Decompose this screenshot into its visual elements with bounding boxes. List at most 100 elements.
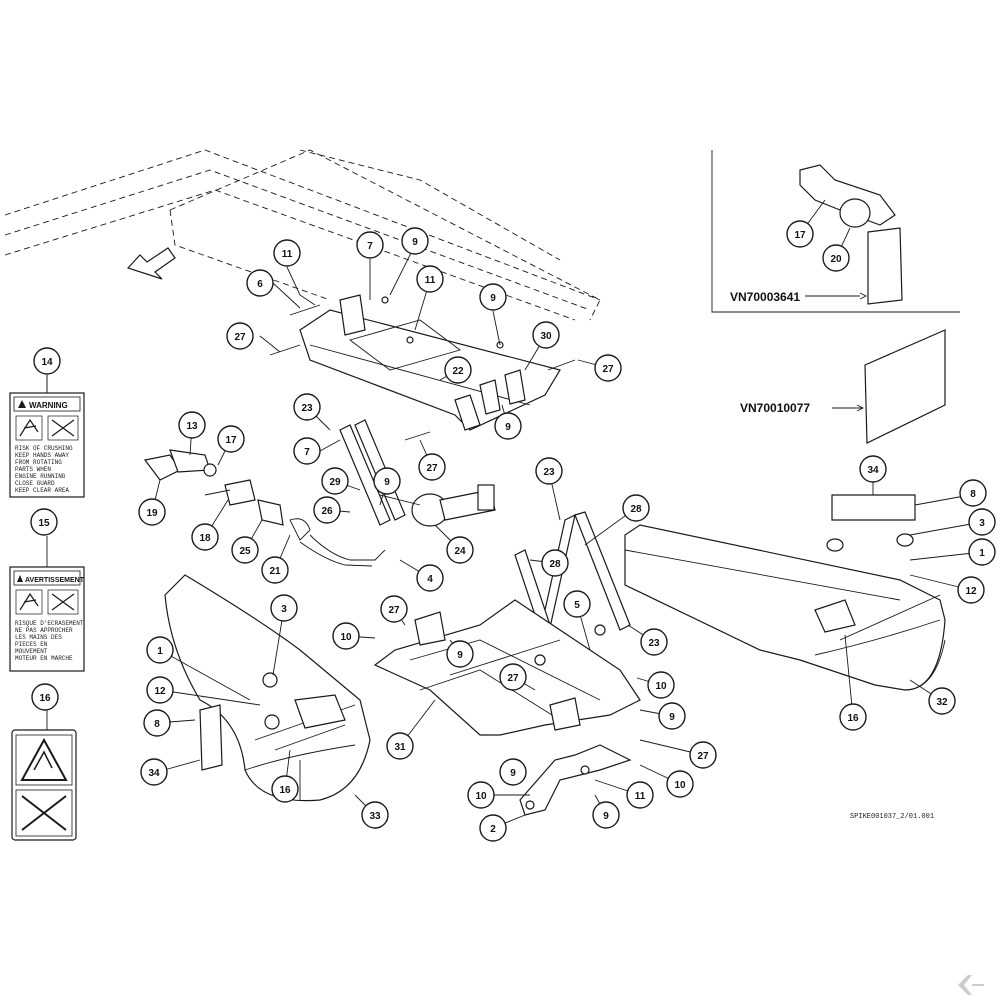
callout: 11: [416, 265, 444, 293]
svg-text:1: 1: [157, 646, 163, 657]
callout: 32: [928, 687, 956, 715]
callout: 14: [33, 347, 61, 375]
callout: 30: [532, 321, 560, 349]
callout: 26: [313, 496, 341, 524]
svg-text:17: 17: [794, 230, 806, 241]
svg-text:23: 23: [648, 638, 660, 649]
callout: 23: [293, 393, 321, 421]
callout: 15: [30, 508, 58, 536]
svg-text:MOUVEMENT: MOUVEMENT: [15, 648, 48, 655]
reference-sheet: [832, 329, 946, 444]
svg-text:27: 27: [426, 463, 438, 474]
svg-text:12: 12: [154, 686, 166, 697]
svg-text:27: 27: [602, 364, 614, 375]
callout: 3: [270, 594, 298, 622]
svg-text:14: 14: [41, 357, 53, 368]
callout: 16: [839, 703, 867, 731]
callout: 21: [261, 556, 289, 584]
svg-text:21: 21: [269, 566, 281, 577]
callout: 19: [138, 498, 166, 526]
crush-hand-icon: [15, 589, 43, 615]
svg-text:19: 19: [146, 508, 158, 519]
callout: 9: [373, 467, 401, 495]
upper-mounting-beam: [299, 294, 561, 431]
svg-text:10: 10: [655, 681, 667, 692]
svg-text:27: 27: [507, 673, 519, 684]
callout: 10: [332, 622, 360, 650]
avertissement-decal-title: AVERTISSEMENT: [25, 577, 85, 584]
hydraulic-accumulator: [379, 484, 496, 527]
callout: 9: [499, 758, 527, 786]
callout: 18: [191, 523, 219, 551]
callout: 9: [479, 283, 507, 311]
callout: 11: [626, 781, 654, 809]
callout: 20: [822, 244, 850, 272]
svg-text:34: 34: [148, 768, 160, 779]
callout: 1: [146, 636, 174, 664]
svg-text:16: 16: [39, 693, 51, 704]
callout: 7: [293, 437, 321, 465]
svg-text:23: 23: [543, 467, 555, 478]
callout: 5: [563, 590, 591, 618]
svg-text:MOTEUR EN MARCHE: MOTEUR EN MARCHE: [15, 655, 73, 662]
svg-text:7: 7: [304, 447, 310, 458]
callout: 31: [386, 732, 414, 760]
callout: 10: [666, 770, 694, 798]
callout: 28: [622, 494, 650, 522]
warning-decal-text: RISK OF CRUSHING KEEP HANDS AWAY FROM RO…: [15, 445, 73, 494]
svg-text:34: 34: [867, 465, 879, 476]
svg-text:1: 1: [979, 548, 985, 559]
svg-text:27: 27: [234, 332, 246, 343]
svg-text:10: 10: [340, 632, 352, 643]
svg-text:27: 27: [388, 605, 400, 616]
callout: 9: [592, 801, 620, 829]
svg-text:ENGINE RUNNING: ENGINE RUNNING: [15, 473, 66, 480]
callout: 11: [273, 239, 301, 267]
svg-text:9: 9: [505, 422, 511, 433]
callout: 28: [541, 549, 569, 577]
callout: 24: [446, 536, 474, 564]
warning-decal: WARNING RISK OF CRUSHING KEEP HANDS AWAY…: [9, 392, 85, 498]
svg-text:RISK OF CRUSHING: RISK OF CRUSHING: [15, 445, 73, 452]
svg-text:8: 8: [154, 719, 160, 730]
svg-text:29: 29: [329, 477, 341, 488]
warning-triangle-icon: [17, 575, 23, 582]
callout: 22: [444, 356, 472, 384]
hazard-triangle-icon: [20, 737, 68, 781]
tractor-frame-outline: [4, 149, 601, 321]
svg-text:9: 9: [490, 293, 496, 304]
callout: 25: [231, 536, 259, 564]
warning-triangle-icon: [18, 400, 26, 408]
svg-text:9: 9: [457, 650, 463, 661]
svg-text:10: 10: [674, 780, 686, 791]
svg-text:27: 27: [697, 751, 709, 762]
callouts: 14 15 16 11 7 9 6 11 27 9 30 22 27 9 23 …: [30, 220, 996, 842]
callout: 3: [968, 508, 996, 536]
warning-decal-title: WARNING: [29, 401, 68, 410]
callout: 1: [968, 538, 996, 566]
callout: 23: [535, 457, 563, 485]
svg-text:33: 33: [369, 811, 381, 822]
svg-text:KEEP HANDS AWAY: KEEP HANDS AWAY: [15, 452, 69, 459]
svg-text:9: 9: [603, 811, 609, 822]
svg-text:12: 12: [965, 586, 977, 597]
callout: 27: [226, 322, 254, 350]
callout: 17: [217, 425, 245, 453]
callout: 16: [271, 775, 299, 803]
callout: 29: [321, 467, 349, 495]
callout: 27: [499, 663, 527, 691]
callout: 9: [401, 227, 429, 255]
callout: 27: [689, 741, 717, 769]
svg-text:28: 28: [630, 504, 642, 515]
callout: 23: [640, 628, 668, 656]
callout: 13: [178, 411, 206, 439]
callout: 6: [246, 269, 274, 297]
callout: 9: [446, 640, 474, 668]
direction-arrow-icon: [126, 247, 176, 280]
svg-text:2: 2: [490, 824, 496, 835]
callout: 9: [658, 702, 686, 730]
svg-text:18: 18: [199, 533, 211, 544]
svg-text:11: 11: [282, 249, 293, 260]
